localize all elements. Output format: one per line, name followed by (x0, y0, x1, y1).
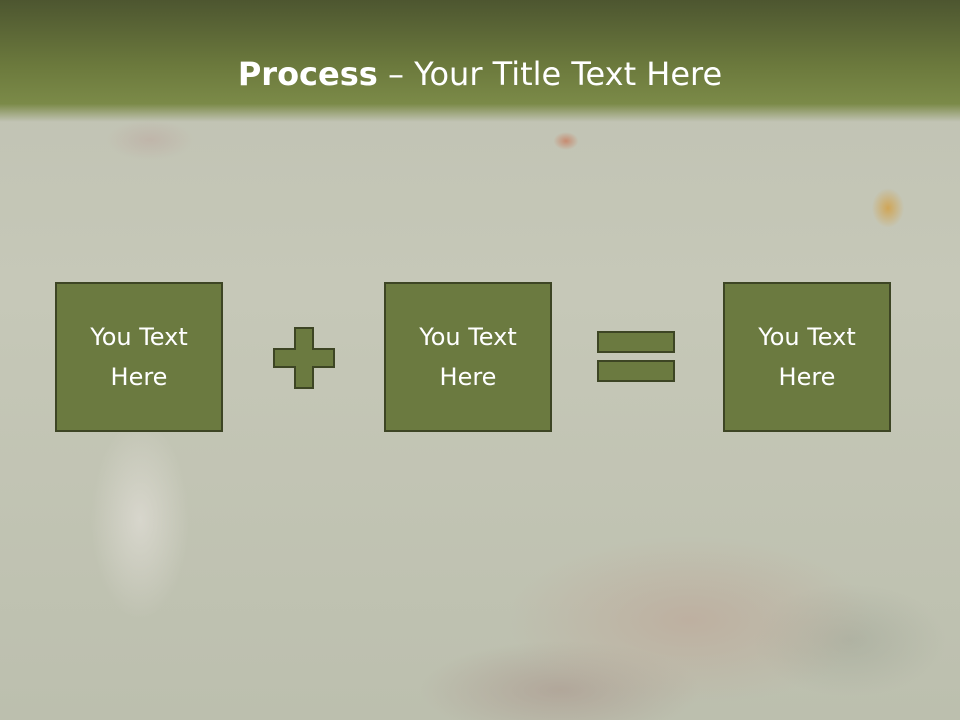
title-bold: Process (237, 55, 378, 93)
process-box-1[interactable]: You Text Here (55, 282, 223, 432)
process-box-2[interactable]: You Text Here (384, 282, 552, 432)
equals-icon (597, 331, 675, 382)
slide-title: Process – Your Title Text Here (0, 52, 960, 96)
process-box-text: You Text Here (419, 323, 517, 391)
plus-icon (273, 327, 335, 389)
title-bar (0, 0, 960, 122)
title-rest: – Your Title Text Here (377, 55, 723, 93)
process-box-3[interactable]: You Text Here (723, 282, 891, 432)
process-box-text: You Text Here (758, 323, 856, 391)
process-box-text: You Text Here (90, 323, 188, 391)
